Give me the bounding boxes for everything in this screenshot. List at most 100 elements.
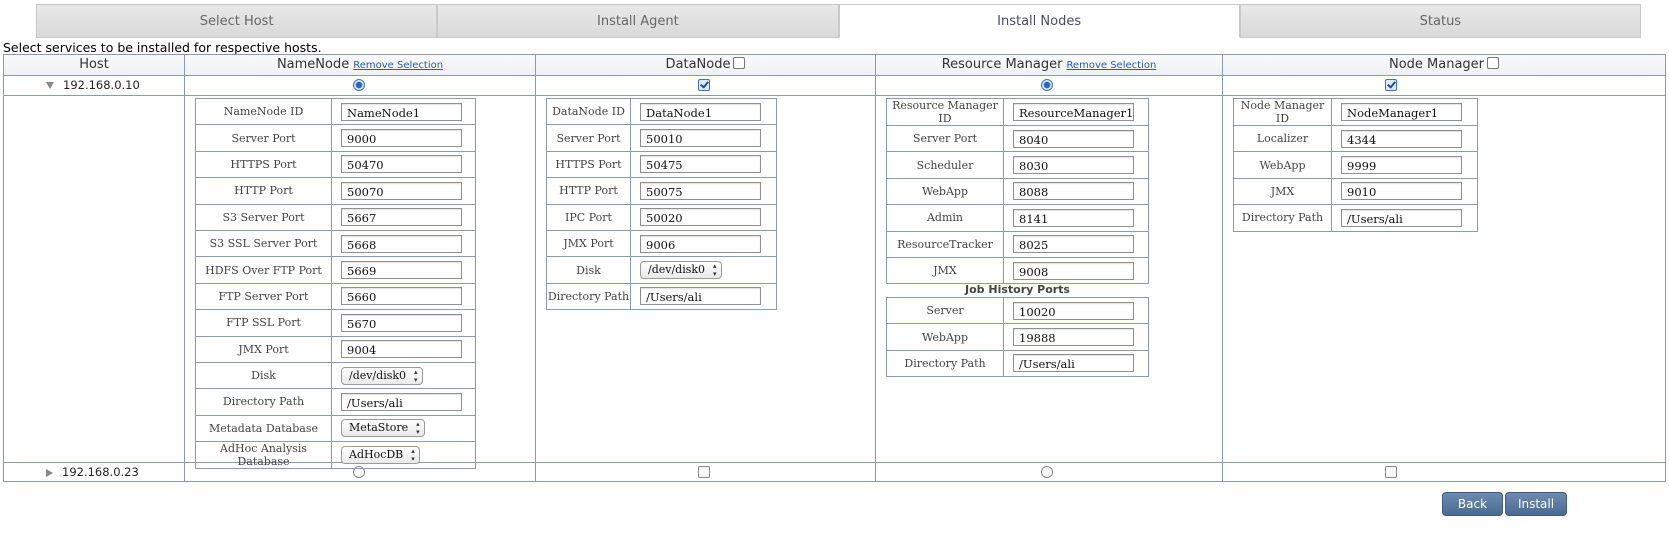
datanode-field-label: JMX Port [546,229,631,258]
tab-status[interactable]: Status [1239,4,1641,38]
namenode-field-input[interactable]: 5670 [341,313,462,332]
namenode-row: NameNode ID NameNode1 [195,97,476,126]
datanode-field-input[interactable]: /Users/ali [640,287,761,306]
namenode-field-input[interactable]: 5660 [341,287,462,306]
datanode-field-input[interactable]: 50475 [640,155,761,174]
datanode-field-input[interactable]: DataNode1 [640,102,761,121]
nodemanager-field-input[interactable]: NodeManager1 [1341,103,1462,121]
nodemanager-field-value-cell: NodeManager1 [1331,98,1478,126]
job-history-field-value-cell: 10020 [1003,296,1149,325]
resourcemanager-field-value-cell: 8141 [1003,204,1149,232]
resourcemanager-field-input[interactable]: 8030 [1013,156,1134,175]
namenode-field-value-cell: 50070 [331,177,476,205]
namenode-field-select[interactable]: /dev/disk0 [341,366,424,385]
namenode-field-input[interactable]: NameNode1 [341,102,462,121]
wizard-tabs: Select Host Install Agent Install Nodes … [36,4,1641,38]
datanode-field-value-cell: /Users/ali [630,282,777,311]
nodemanager-field-input[interactable]: 9010 [1341,182,1462,201]
job-history-field-label: WebApp [886,323,1004,351]
resourcemanager-field-label: Resource Manager ID [886,98,1004,126]
tab-install-nodes[interactable]: Install Nodes [838,4,1240,38]
namenode-field-input[interactable]: 5667 [341,208,462,227]
namenode-field-label: FTP Server Port [195,282,332,311]
nodemanager-field-input[interactable]: /Users/ali [1341,208,1462,227]
resourcemanager-field-input[interactable]: 9008 [1013,261,1134,280]
namenode-field-label: NameNode ID [195,97,332,126]
collapse-triangle-icon[interactable] [46,82,54,89]
column-header-datanode-label: DataNode [665,57,731,72]
resourcemanager-field-label: JMX [886,256,1004,285]
datanode-field-input[interactable]: 9006 [640,234,761,253]
job-history-field-input[interactable]: 19888 [1013,328,1134,347]
namenode-field-input[interactable]: 50470 [341,155,462,174]
nodemanager-field-input[interactable]: 4344 [1341,129,1462,148]
datanode-field-input[interactable]: 50010 [640,129,761,148]
resourcemanager-field-input[interactable]: 8025 [1013,235,1134,254]
job-history-field-input[interactable]: /Users/ali [1013,354,1134,373]
resourcemanager-field-input[interactable]: 8040 [1013,129,1134,148]
host1-resourcemanager-radio[interactable] [1041,79,1053,91]
namenode-field-label: Disk [195,361,332,390]
datanode-field-input[interactable]: 50020 [640,208,761,227]
tab-install-agent[interactable]: Install Agent [437,4,839,38]
column-header-nodemanager: Node Manager [1223,55,1665,75]
host1-namenode-radio[interactable] [353,79,365,91]
namenode-field-input[interactable]: /Users/ali [341,392,462,411]
resourcemanager-field-input[interactable]: 8141 [1013,208,1134,227]
resourcemanager-row: Admin 8141 [886,204,1149,232]
namenode-field-label: Metadata Database [195,414,332,443]
host2-resourcemanager-radio[interactable] [1041,466,1053,478]
job-history-field-label: Directory Path [886,349,1004,378]
back-button[interactable]: Back [1442,492,1503,516]
resourcemanager-remove-selection-link[interactable]: Remove Selection [1066,60,1157,71]
job-history-field-input[interactable]: 10020 [1013,301,1134,320]
datanode-field-select[interactable]: /dev/disk0 [640,261,723,280]
namenode-row: Disk/dev/disk0 [195,361,476,390]
expand-triangle-icon[interactable] [46,469,53,477]
namenode-field-input[interactable]: 5668 [341,234,462,253]
tab-select-host[interactable]: Select Host [36,4,438,38]
column-header-datanode: DataNode [536,55,875,75]
nodemanager-select-all-checkbox[interactable] [1487,57,1500,69]
host2-nodemanager-checkbox[interactable] [1385,466,1397,478]
nodemanager-row: Node Manager ID NodeManager1 [1233,98,1478,126]
datanode-field-input[interactable]: 50075 [640,181,761,200]
grid-divider [875,55,876,481]
host1-datanode-checkbox[interactable] [698,79,710,91]
namenode-field-input[interactable]: 5669 [341,261,462,280]
resourcemanager-field-label: Admin [886,204,1004,232]
namenode-field-value-cell: /dev/disk0 [331,361,476,390]
namenode-field-input[interactable]: 9004 [341,340,462,359]
namenode-remove-selection-link[interactable]: Remove Selection [353,60,444,71]
datanode-field-value-cell: 9006 [630,229,777,258]
host-row-2[interactable]: 192.168.0.23 [46,465,139,479]
datanode-field-value-cell: /dev/disk0 [630,256,777,284]
host-row-1[interactable]: 192.168.0.10 [46,78,140,92]
namenode-field-input[interactable]: 9000 [341,129,462,148]
resourcemanager-field-input[interactable]: 8088 [1013,182,1134,201]
namenode-field-value-cell: MetaStore [331,414,476,443]
namenode-field-input[interactable]: 50070 [341,181,462,200]
nodemanager-field-label: Node Manager ID [1233,98,1332,126]
resourcemanager-field-input[interactable]: ResourceManager1 [1013,103,1134,121]
grid-divider [1222,55,1223,481]
host1-nodemanager-checkbox[interactable] [1385,79,1397,91]
namenode-field-select[interactable]: AdHocDB [341,446,421,465]
namenode-field-select[interactable]: MetaStore [341,419,426,438]
namenode-field-label: JMX Port [195,335,332,363]
host2-datanode-checkbox[interactable] [698,466,710,478]
install-button[interactable]: Install [1505,492,1567,516]
datanode-select-all-checkbox[interactable] [733,57,746,69]
namenode-field-label: S3 SSL Server Port [195,229,332,258]
grid-divider [4,95,1665,96]
nodemanager-field-input[interactable]: 9999 [1341,156,1462,175]
